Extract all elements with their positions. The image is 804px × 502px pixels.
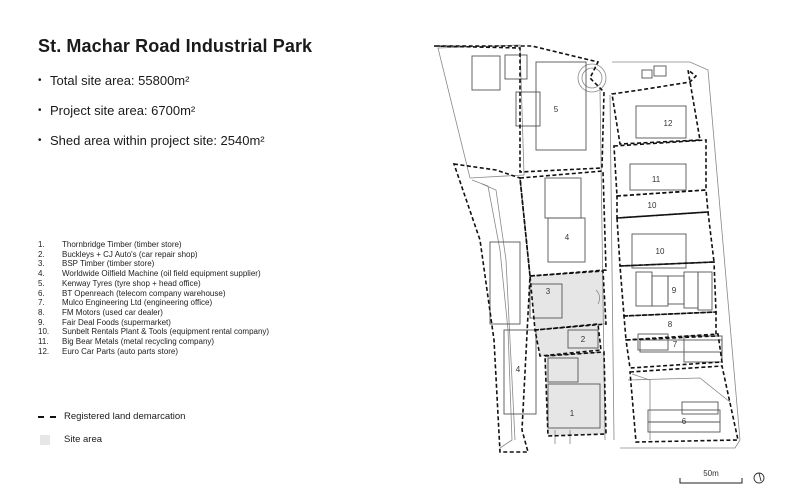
tenant-item: 6.BT Openreach (telecom company warehous… — [38, 288, 226, 298]
plot-label: 4 — [565, 233, 570, 242]
scale-bar: 50m — [679, 469, 743, 484]
plot-label: 5 — [554, 105, 559, 114]
land-demarcation-lines — [433, 45, 739, 453]
tenant-item: 1.Thornbridge Timber (timber store) — [38, 240, 182, 249]
plot-label: 1 — [570, 409, 575, 418]
tenant-item: 12.Euro Car Parts (auto parts store) — [38, 346, 179, 356]
stat-shed-area: •Shed area within project site: 2540m² — [38, 133, 265, 148]
plot-label: 2 — [581, 335, 586, 344]
plot-label: 12 — [664, 119, 673, 128]
plot-label: 11 — [652, 175, 661, 184]
tenant-item: 4.Worldwide Oilfield Machine (oil field … — [38, 269, 261, 279]
north-arrow-icon — [753, 472, 765, 484]
tenant-item: 5.Kenway Tyres (tyre shop + head office) — [38, 278, 201, 288]
plot-label: 9 — [672, 286, 677, 295]
tenant-item: 7.Mulco Engineering Ltd (engineering off… — [38, 298, 213, 308]
plot-label: 8 — [668, 320, 673, 329]
plot-label: 6 — [682, 417, 687, 426]
stat-total-area: •Total site area: 55800m² — [38, 73, 190, 88]
legend-demarcation: Registered land demarcation — [38, 411, 185, 422]
building-outlines — [471, 54, 723, 433]
plot-label: 10 — [648, 201, 657, 210]
scale-label: 50m — [703, 469, 719, 478]
tenant-item: 10.Sunbelt Rentals Plant & Tools (equipm… — [38, 327, 270, 337]
stat-project-area: •Project site area: 6700m² — [38, 103, 196, 118]
plot-labels: 5 4 4 3 2 1 12 11 10 10 9 8 7 6 — [516, 105, 687, 426]
page-title: St. Machar Road Industrial Park — [38, 36, 313, 56]
plot-label: 7 — [673, 340, 678, 349]
dashed-line-swatch — [38, 415, 56, 418]
plot-label: 10 — [656, 247, 665, 256]
site-area-fill — [530, 271, 606, 436]
plot-label: 4 — [516, 365, 521, 374]
plot-label: 3 — [546, 287, 551, 296]
tenant-item: 2.Buckleys + CJ Auto's (car repair shop) — [38, 249, 198, 259]
tenant-item: 3.BSP Timber (timber store) — [38, 259, 155, 269]
site-area-swatch — [40, 434, 50, 445]
tenant-list: 1.Thornbridge Timber (timber store) 2.Bu… — [38, 240, 269, 356]
legend-site-area: Site area — [38, 434, 102, 445]
site-stats: •Total site area: 55800m² •Project site … — [38, 72, 265, 162]
tenant-item: 11.Big Bear Metals (metal recycling comp… — [38, 337, 215, 347]
tenant-item: 8.FM Motors (used car dealer) — [38, 307, 163, 317]
tenant-item: 9.Fair Deal Foods (supermarket) — [38, 317, 171, 327]
